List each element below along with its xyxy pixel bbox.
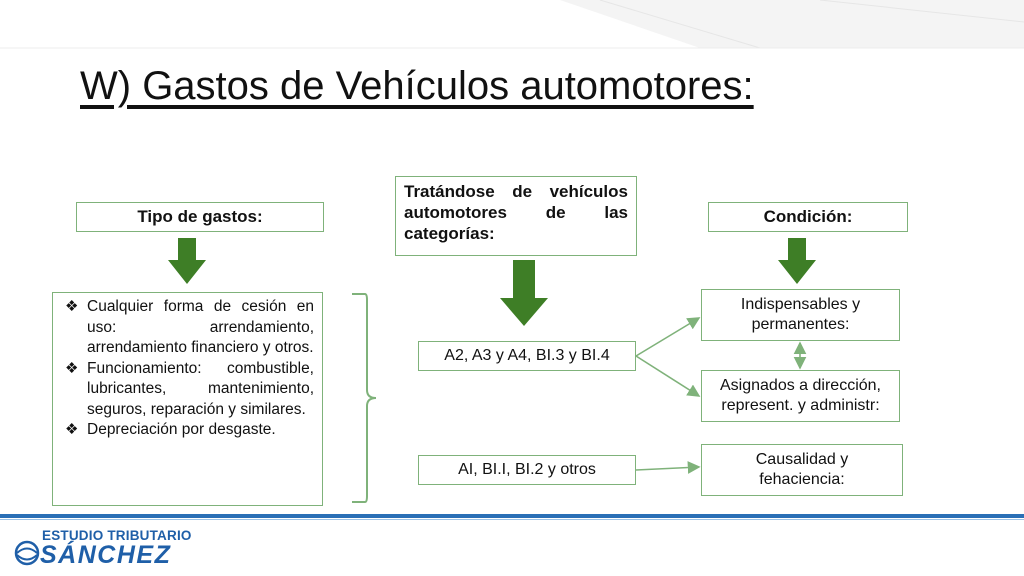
down-arrow-icon bbox=[168, 238, 206, 284]
logo-name: SÁNCHEZ bbox=[40, 541, 172, 569]
logo-subtitle: ESTUDIO TRIBUTARIO bbox=[42, 528, 192, 543]
condicion-asignados: Asignados a dirección, represent. y admi… bbox=[701, 370, 900, 422]
tipo-gastos-header: Tipo de gastos: bbox=[76, 202, 324, 232]
condicion-indispensables: Indispensables y permanentes: bbox=[701, 289, 900, 341]
list-item: ❖Depreciación por desgaste. bbox=[59, 420, 314, 441]
categorias-header: Tratándose de vehículos automotores de l… bbox=[395, 176, 637, 256]
categoria-grupo-1: A2, A3 y A4, BI.3 y BI.4 bbox=[418, 341, 636, 371]
diamond-bullet-icon: ❖ bbox=[65, 359, 79, 377]
globe-logo-icon bbox=[14, 540, 40, 566]
arrow-connector bbox=[635, 317, 701, 357]
bracket-icon bbox=[352, 293, 377, 503]
arrow-connector bbox=[635, 355, 701, 397]
condicion-header: Condición: bbox=[708, 202, 908, 232]
arrow-connector bbox=[635, 461, 701, 474]
tipo-gastos-list: ❖Cualquier forma de cesión en uso: arren… bbox=[52, 292, 323, 506]
footer-divider-thin bbox=[0, 519, 1024, 520]
list-item: ❖Cualquier forma de cesión en uso: arren… bbox=[65, 298, 314, 356]
diamond-bullet-icon: ❖ bbox=[65, 421, 79, 438]
condicion-causalidad: Causalidad y fehaciencia: bbox=[701, 444, 903, 496]
down-arrow-icon bbox=[778, 238, 816, 284]
footer-divider bbox=[0, 514, 1024, 518]
down-arrow-icon bbox=[500, 260, 548, 326]
diamond-bullet-icon: ❖ bbox=[65, 298, 79, 315]
page-title: W) Gastos de Vehículos automotores: bbox=[80, 64, 754, 108]
list-item: ❖Funcionamiento: combustible, lubricante… bbox=[65, 359, 314, 418]
categoria-grupo-2: AI, BI.I, BI.2 y otros bbox=[418, 455, 636, 485]
